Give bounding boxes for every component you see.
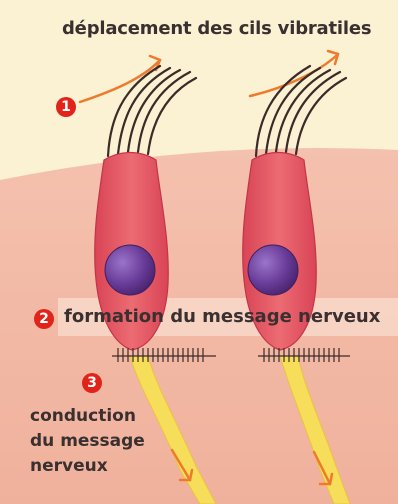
step-badge-2: 2 xyxy=(34,309,54,329)
conduction-line-1: conduction xyxy=(30,404,180,429)
nucleus xyxy=(248,245,298,295)
nucleus xyxy=(105,245,155,295)
conduction-line-2: du message xyxy=(30,429,180,454)
formation-label: formation du message nerveux xyxy=(64,306,380,327)
conduction-label: conduction du message nerveux xyxy=(30,404,180,479)
title-label: déplacement des cils vibratiles xyxy=(62,18,371,39)
conduction-line-3: nerveux xyxy=(30,454,180,479)
step-badge-1: 1 xyxy=(56,97,76,117)
step-badge-3: 3 xyxy=(82,373,102,393)
